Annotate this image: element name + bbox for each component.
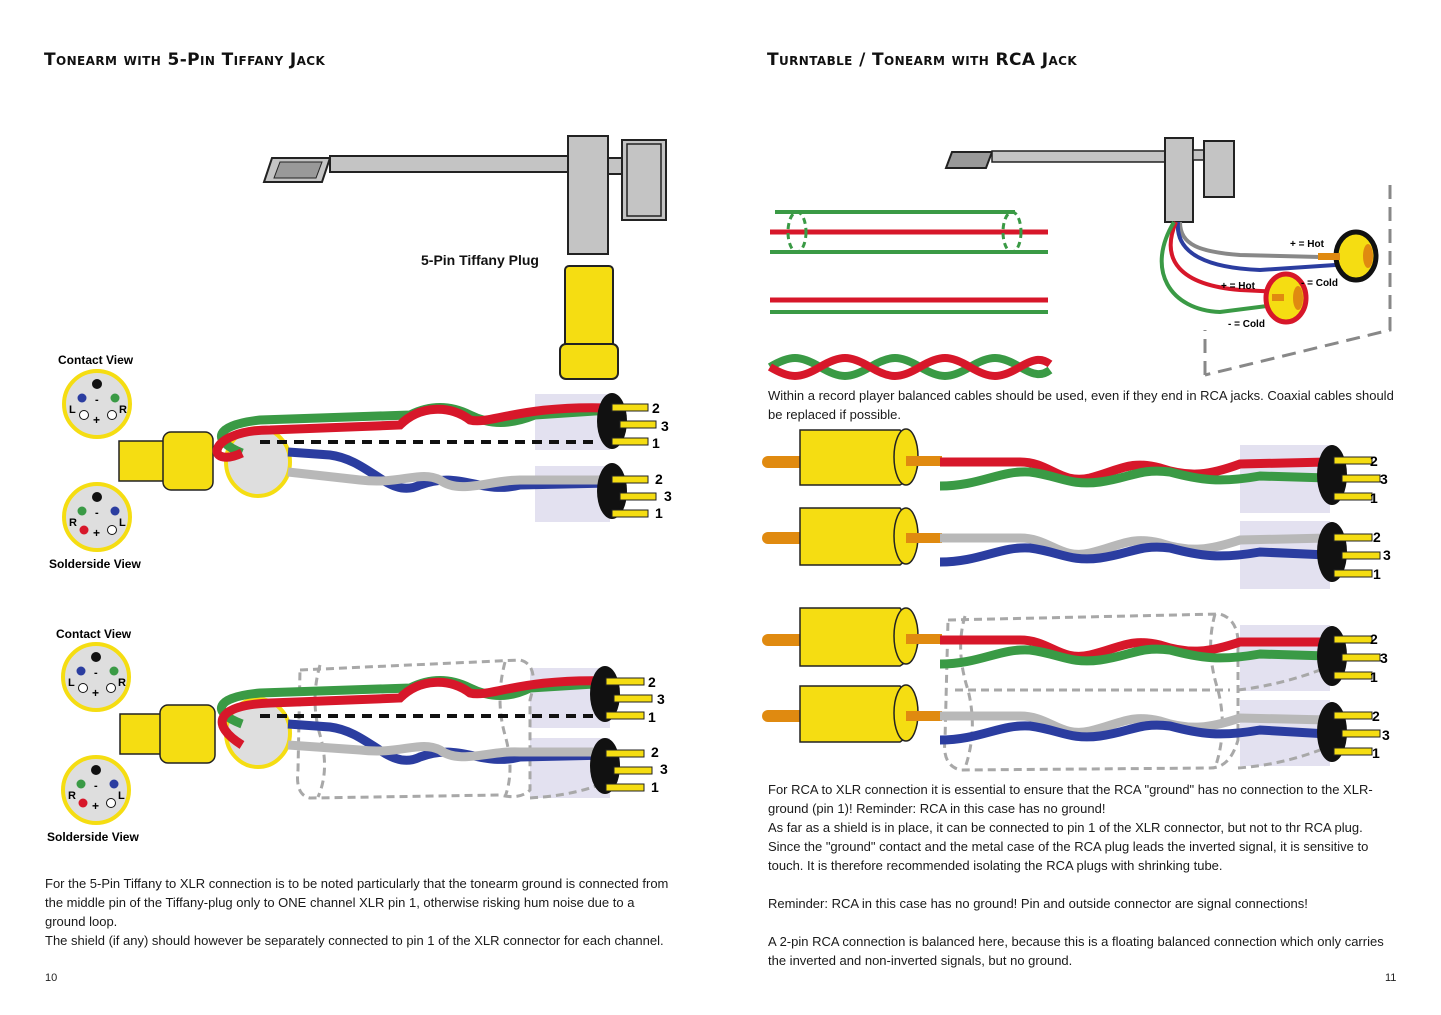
paragraph: The shield (if any) should however be se… — [45, 933, 664, 948]
cable-caption: Within a record player balanced cables s… — [768, 388, 1394, 422]
pin-minus-label: - — [94, 780, 98, 792]
left-diagram: 5-Pin Tiffany Plug Contact View - L R + … — [47, 135, 672, 844]
tiffany-plug — [559, 265, 619, 380]
xlr-pin-1: 1 — [1370, 669, 1378, 685]
cold-label-top: - = Cold — [1301, 278, 1338, 289]
contact-view-top: Contact View - L R + — [58, 353, 134, 439]
right-page-title: Turntable / Tonearm with RCA Jack — [767, 50, 1078, 70]
left-page-title: Tonearm with 5-Pin Tiffany Jack — [44, 50, 326, 70]
hot-label-top: + = Hot — [1290, 239, 1325, 250]
pin-r-label: R — [118, 677, 126, 689]
xlr-pin-2: 2 — [1370, 453, 1378, 469]
xlr-pin-3: 3 — [661, 418, 669, 434]
xlr-pin-1: 1 — [1373, 566, 1381, 582]
right-page: Turntable / Tonearm with RCA Jack — [720, 0, 1441, 1015]
xlr-pin-3: 3 — [1382, 727, 1390, 743]
pin-l-label: L — [118, 790, 125, 802]
xlr-pin-2: 2 — [652, 400, 660, 416]
solderside-view-top: - R L + Solderside View — [49, 482, 141, 571]
paragraph-spacer — [768, 875, 1396, 894]
pin-l-label: L — [119, 517, 126, 529]
contact-view-label: Contact View — [56, 627, 132, 641]
left-page: Tonearm with 5-Pin Tiffany Jack 5-Pin Ti… — [0, 0, 720, 1015]
pin-l-label: L — [68, 677, 75, 689]
xlr-pin-3: 3 — [1380, 650, 1388, 666]
tiffany-wiring-top: 2 3 1 2 3 1 — [118, 393, 672, 522]
left-body-text: For the 5-Pin Tiffany to XLR connection … — [45, 874, 670, 950]
tonearm-illustration — [944, 137, 1235, 223]
xlr-pin-2: 2 — [655, 471, 663, 487]
pin-plus-label: + — [93, 413, 100, 427]
xlr-pin-1: 1 — [651, 779, 659, 795]
pin-plus-label: + — [92, 799, 99, 813]
pin-l-label: L — [69, 404, 76, 416]
xlr-pin-1: 1 — [655, 505, 663, 521]
xlr-pin-2: 2 — [648, 674, 656, 690]
pin-minus-label: - — [94, 667, 98, 679]
pin-r-label: R — [68, 790, 76, 802]
tonearm-illustration — [262, 135, 667, 255]
xlr-pin-3: 3 — [660, 761, 668, 777]
pin-r-label: R — [69, 517, 77, 529]
contact-view-label: Contact View — [58, 353, 134, 367]
xlr-pin-1: 1 — [1370, 490, 1378, 506]
pin-minus-label: - — [95, 394, 99, 406]
paragraph: Reminder: RCA in this case has no ground… — [768, 896, 1308, 911]
pin-plus-label: + — [93, 526, 100, 540]
solderside-view-label: Solderside View — [47, 830, 139, 844]
xlr-pin-2: 2 — [651, 744, 659, 760]
right-body-text: For RCA to XLR connection it is essentia… — [768, 780, 1396, 970]
xlr-pin-3: 3 — [657, 691, 665, 707]
paragraph: For RCA to XLR connection it is essentia… — [768, 782, 1373, 816]
xlr-pin-3: 3 — [1380, 471, 1388, 487]
tiffany-plug-label: 5-Pin Tiffany Plug — [421, 252, 539, 268]
tiffany-wiring-bottom: 2 3 1 2 3 1 — [119, 658, 668, 800]
paragraph: As far as a shield is in place, it can b… — [768, 820, 1369, 873]
solderside-view-bottom: - R L + Solderside View — [47, 755, 139, 844]
xlr-pin-2: 2 — [1373, 529, 1381, 545]
page-number: 10 — [45, 972, 58, 984]
page-number: 11 — [1385, 972, 1397, 984]
xlr-pin-3: 3 — [664, 488, 672, 504]
paragraph: A 2-pin RCA connection is balanced here,… — [768, 934, 1384, 968]
pin-r-label: R — [119, 404, 127, 416]
xlr-pin-2: 2 — [1370, 631, 1378, 647]
pin-minus-label: - — [95, 507, 99, 519]
rca-xlr-wiring-2: 2 3 1 2 3 1 — [762, 607, 1390, 772]
cable-illustrations — [767, 210, 1053, 380]
xlr-pin-3: 3 — [1383, 547, 1391, 563]
solderside-view-label: Solderside View — [49, 557, 141, 571]
xlr-pin-1: 1 — [1372, 745, 1380, 761]
xlr-pin-1: 1 — [648, 709, 656, 725]
paragraph-spacer — [768, 913, 1396, 932]
paragraph: For the 5-Pin Tiffany to XLR connection … — [45, 876, 669, 929]
xlr-pin-1: 1 — [652, 435, 660, 451]
right-diagram: + = Hot - = Cold + = Hot - = Cold 2 3 1 — [762, 137, 1392, 772]
pin-plus-label: + — [92, 686, 99, 700]
contact-view-bottom: Contact View - L R + — [56, 627, 132, 712]
rca-xlr-wiring-1: 2 3 1 2 3 1 — [762, 428, 1391, 589]
hot-label-bottom: + = Hot — [1221, 281, 1256, 292]
cold-label-bottom: - = Cold — [1228, 319, 1265, 330]
xlr-pin-2: 2 — [1372, 708, 1380, 724]
rca-jack-panel: + = Hot - = Cold + = Hot - = Cold — [1159, 185, 1392, 377]
